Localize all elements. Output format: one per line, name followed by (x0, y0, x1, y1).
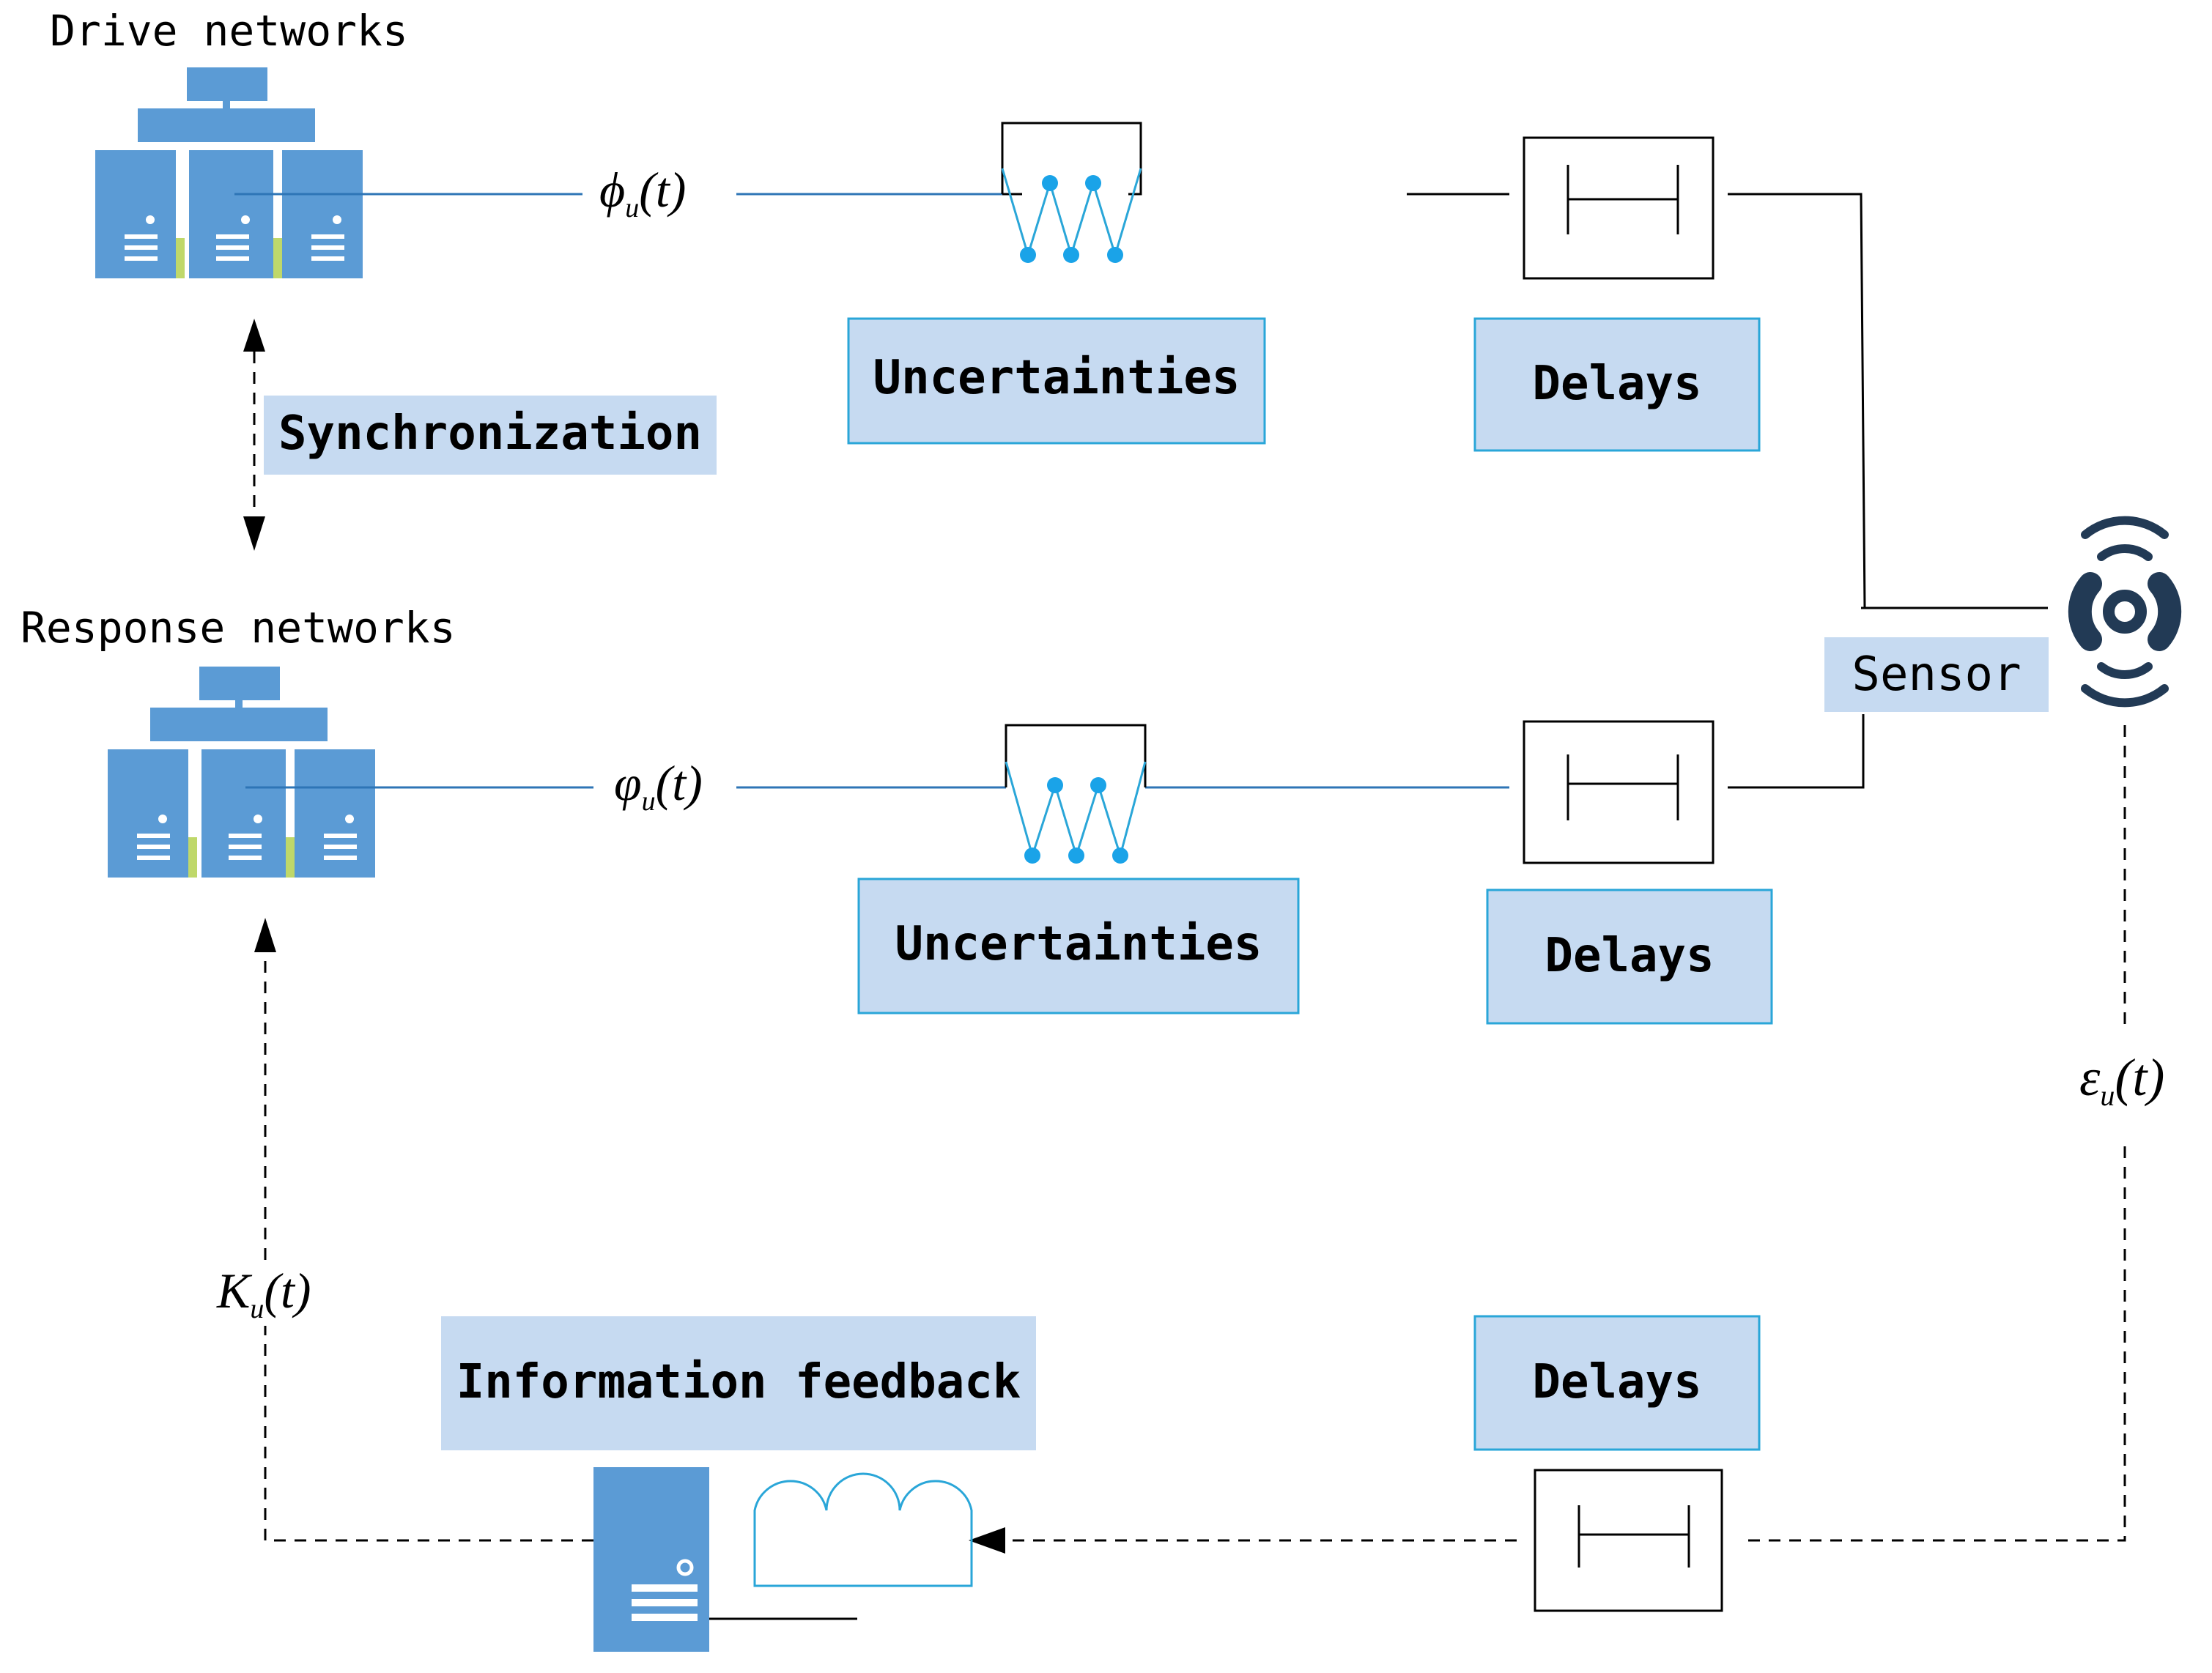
sensor-output-dashed-line-lower (1744, 1146, 2126, 1542)
sync-arrow-head-down (243, 516, 265, 551)
delay-to-sensor-line-middle (1728, 714, 1865, 789)
information-feedback-box (441, 1316, 1036, 1450)
delays-label-top: Delays (1532, 357, 1701, 411)
drive-server-icon (95, 67, 363, 278)
control-arrow-head (254, 918, 276, 952)
uncertainties-box-middle (857, 878, 1300, 1014)
varphi-signal-label: φu(t) (614, 755, 703, 817)
sensor-label: Sensor (1852, 648, 2021, 702)
delays-label-middle: Delays (1545, 929, 1714, 983)
feedback-arrow-head (969, 1527, 1005, 1554)
delays-box-middle (1486, 889, 1773, 1025)
uncertainties-label-middle: Uncertainties (895, 917, 1262, 971)
phi-signal-label: ϕu(t) (599, 162, 686, 223)
uncertainties-box-top (847, 317, 1266, 445)
epsilon-signal-label: εu(t) (2079, 1048, 2164, 1112)
delay-block-top (1523, 136, 1715, 280)
sync-arrow-head-up (243, 319, 265, 352)
synchronization-box (264, 396, 717, 475)
information-feedback-label: Information feedback (456, 1355, 1021, 1409)
k-signal-label: Ku(t) (216, 1263, 311, 1324)
synchronization-label: Synchronization (278, 407, 702, 461)
sensor-icon (2068, 516, 2182, 708)
sensor-box (1824, 637, 2049, 712)
drive-networks-title: Drive networks (50, 6, 408, 56)
control-dashed-line-lower (264, 1326, 593, 1542)
delays-box-bottom (1473, 1315, 1761, 1451)
delays-label-bottom: Delays (1532, 1355, 1701, 1409)
uncertainty-symbol-middle (1005, 724, 1147, 864)
delay-block-middle (1523, 720, 1715, 864)
delays-box-top (1473, 317, 1761, 452)
uncertainties-label-top: Uncertainties (873, 351, 1240, 405)
feedback-coil-symbol (753, 1472, 973, 1587)
response-server-icon (108, 667, 375, 878)
delay-block-bottom (1534, 1469, 1723, 1612)
uncertainty-symbol-top (1001, 122, 1142, 263)
feedback-server-icon (593, 1467, 709, 1652)
delay-to-sensor-line-top (1728, 193, 1866, 609)
response-networks-title: Response networks (21, 603, 456, 653)
